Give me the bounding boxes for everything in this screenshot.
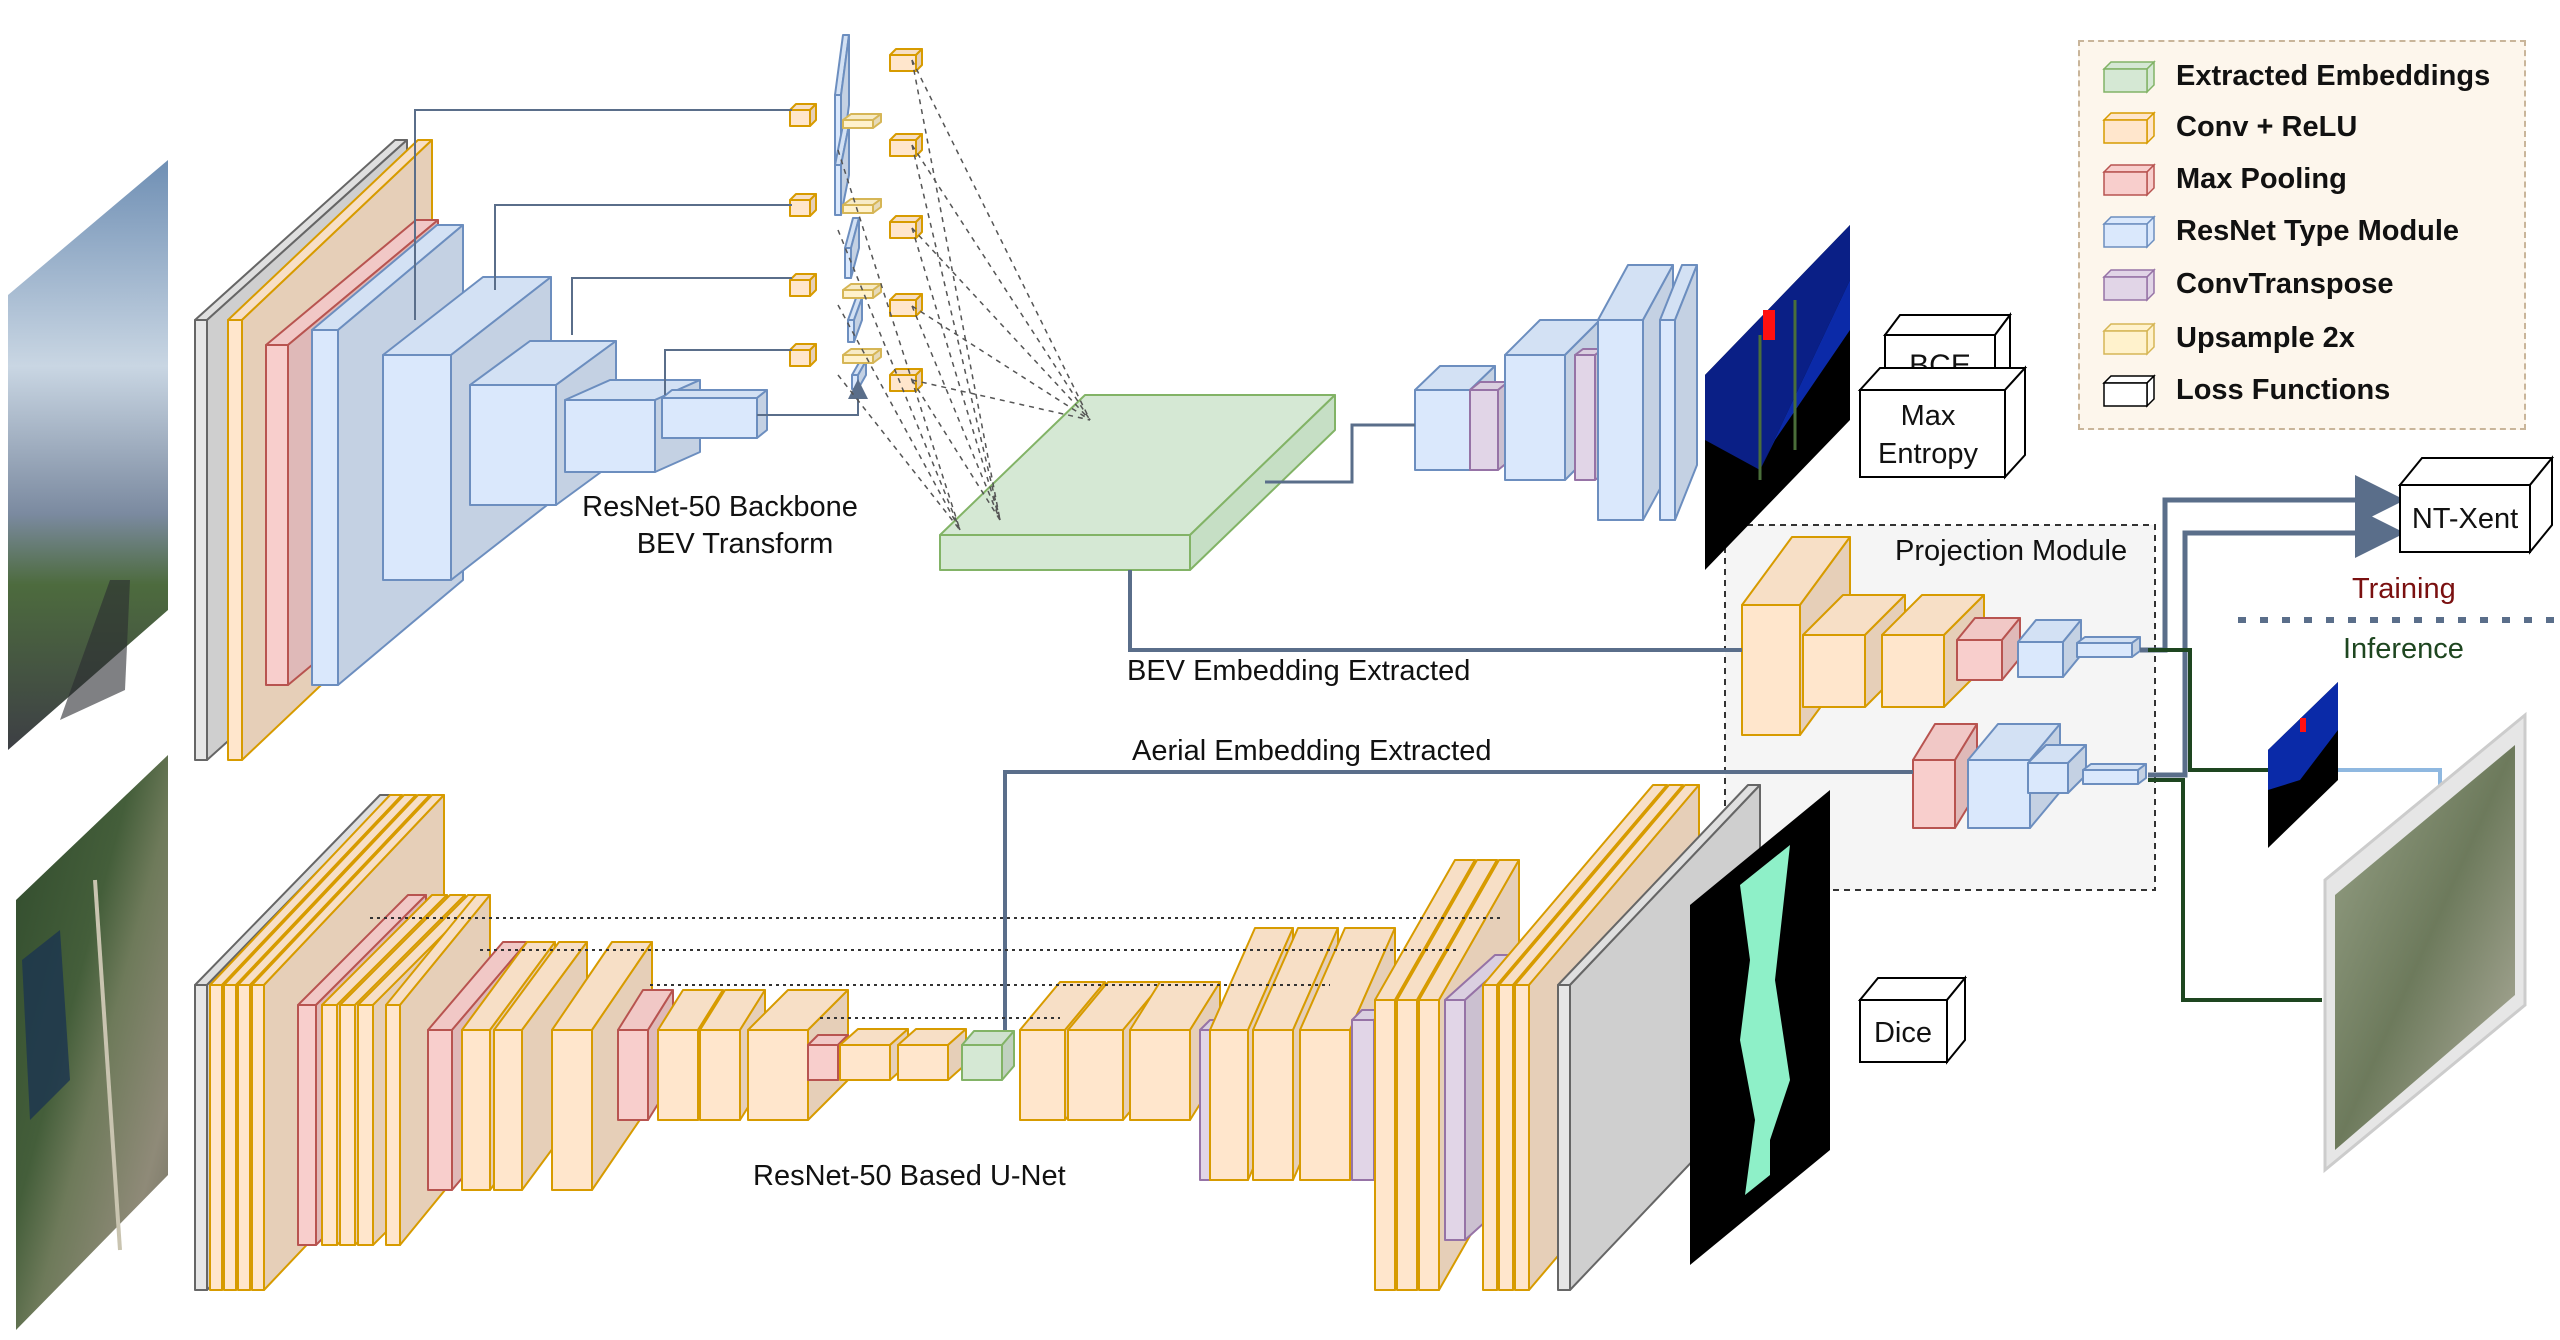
projection-dash-5a: [911, 379, 1091, 421]
aerial-embedding-label: Aerial Embedding Extracted: [1132, 735, 1491, 767]
bev-prediction-image: [1705, 225, 1850, 570]
legend-item-max-pooling: Max Pooling: [2102, 159, 2347, 199]
aerial-image: [16, 755, 168, 1330]
max-entropy-label-line1: Max: [1901, 400, 1956, 432]
legend-label: ConvTranspose: [2176, 267, 2394, 300]
max-entropy-label-line2: Entropy: [1878, 438, 1978, 470]
backbone-label-line2: BEV Transform: [637, 528, 834, 560]
fpn-upsample-1: [842, 113, 882, 129]
inference-line-aerial: [2148, 778, 2322, 1002]
fpn-upsample-2: [842, 198, 882, 214]
projection-dash-5b: [911, 379, 1001, 521]
legend-label: Max Pooling: [2176, 162, 2347, 195]
projection-dash-1a: [911, 59, 1091, 421]
backbone-label-line1: ResNet-50 Backbone: [582, 491, 858, 523]
legend-label: Loss Functions: [2176, 373, 2391, 406]
skip-line-5: [757, 379, 868, 416]
legend-label: Extracted Embeddings: [2176, 59, 2491, 92]
dice-label: Dice: [1874, 1017, 1932, 1049]
legend-item-resnet-module: ResNet Type Module: [2102, 211, 2459, 251]
bev-embedding-label: BEV Embedding Extracted: [1127, 655, 1470, 687]
projection-dash-3b: [911, 227, 1001, 521]
connection-lines: [370, 59, 2560, 1030]
fpn-upsample-3: [842, 283, 882, 299]
projection-dash-3a: [911, 227, 1091, 421]
fpn-upsample-4: [842, 348, 882, 364]
bev-embedding-slab: [939, 394, 1336, 571]
projection-dash-left-1: [837, 149, 961, 531]
inference-map-image: [2323, 711, 2527, 1174]
projection-dash-left-3: [837, 304, 961, 531]
projection-module-label: Projection Module: [1895, 535, 2127, 567]
legend-item-extracted-embeddings: Extracted Embeddings: [2102, 56, 2490, 96]
bev-decoder-convT-1: [1469, 381, 1509, 471]
aerial-embedding-line: [1003, 770, 1913, 1030]
legend-item-conv-relu: Conv + ReLU: [2102, 107, 2357, 147]
proj-aerial-res-2: [2027, 744, 2087, 794]
fpn-block-5: [851, 360, 867, 390]
network-blocks: [194, 34, 2156, 1291]
bev-to-decoder: [1265, 423, 1415, 484]
legend-swatch-extracted-embeddings: [2102, 60, 2156, 94]
projection-dash-left-2: [837, 229, 961, 531]
max-entropy-loss-box: Max Entropy: [1857, 365, 2028, 480]
legend-label: Upsample 2x: [2176, 321, 2355, 354]
fpn-lateral-conv-3: [789, 273, 817, 297]
proj-bev-linear: [2076, 636, 2141, 658]
street-view-image: [8, 160, 168, 750]
legend-swatch-convtranspose: [2102, 268, 2156, 302]
legend-swatch-max-pooling: [2102, 163, 2156, 197]
legend-label: ResNet Type Module: [2176, 214, 2460, 247]
nt-xent-label: NT-Xent: [2412, 503, 2518, 535]
projection-dash-2a: [911, 144, 1091, 421]
fpn-lateral-conv-4: [789, 343, 817, 367]
proj-aerial-pool: [1912, 723, 1978, 829]
unet-bottleneck-conv-2: [897, 1028, 967, 1081]
legend-panel: Extracted Embeddings Conv + ReLU Max Poo…: [2078, 40, 2526, 430]
bev-decoder-res-4: [1659, 264, 1698, 521]
legend-swatch-conv-relu: [2102, 111, 2156, 145]
fpn-block-2: [834, 124, 850, 216]
projection-dash-left-4: [837, 374, 961, 531]
training-label: Training: [2352, 573, 2456, 605]
legend-item-upsample: Upsample 2x: [2102, 318, 2355, 358]
legend-label: Conv + ReLU: [2176, 110, 2358, 143]
unet-bottleneck-conv-1: [839, 1028, 909, 1081]
fpn-output-conv-4: [889, 293, 923, 317]
inference-label: Inference: [2343, 633, 2464, 665]
fpn-output-conv-1: [889, 48, 923, 72]
proj-aerial-linear: [2082, 763, 2147, 785]
skip-line-4: [664, 349, 792, 395]
fpn-block-3: [844, 217, 860, 279]
proj-bev-res: [2017, 619, 2082, 678]
legend-swatch-loss-functions: [2102, 374, 2156, 408]
unet-embedding: [961, 1030, 1015, 1081]
fpn-output-conv-5: [889, 368, 923, 392]
projection-dash-2b: [911, 144, 1001, 521]
skip-line-2: [494, 204, 792, 290]
projection-dash-4b: [911, 305, 1001, 521]
skip-line-1: [414, 109, 792, 320]
fpn-output-conv-3: [889, 215, 923, 239]
legend-item-convtranspose: ConvTranspose: [2102, 264, 2394, 304]
legend-swatch-upsample: [2102, 322, 2156, 356]
fpn-lateral-conv-2: [789, 193, 817, 217]
nt-xent-loss-box: NT-Xent: [2397, 455, 2555, 555]
fpn-lateral-conv-1: [789, 103, 817, 127]
aerial-to-ntxent: [2148, 508, 2405, 778]
fpn-output-conv-2: [889, 133, 923, 157]
bev-embedding-line: [1128, 570, 1742, 652]
legend-swatch-resnet-module: [2102, 215, 2156, 249]
proj-bev-pool: [1956, 617, 2021, 681]
inference-line-bev: [2148, 648, 2268, 772]
legend-item-loss-functions: Loss Functions: [2102, 370, 2390, 410]
projection-dash-1b: [911, 59, 1001, 521]
unet-label: ResNet-50 Based U-Net: [753, 1160, 1066, 1192]
dice-loss-box: Dice: [1857, 975, 1968, 1065]
segmentation-output-image: [1690, 790, 1830, 1265]
inference-bev-image: [2268, 682, 2338, 848]
resnet-block-top-5: [661, 389, 768, 439]
skip-line-3: [571, 277, 792, 335]
